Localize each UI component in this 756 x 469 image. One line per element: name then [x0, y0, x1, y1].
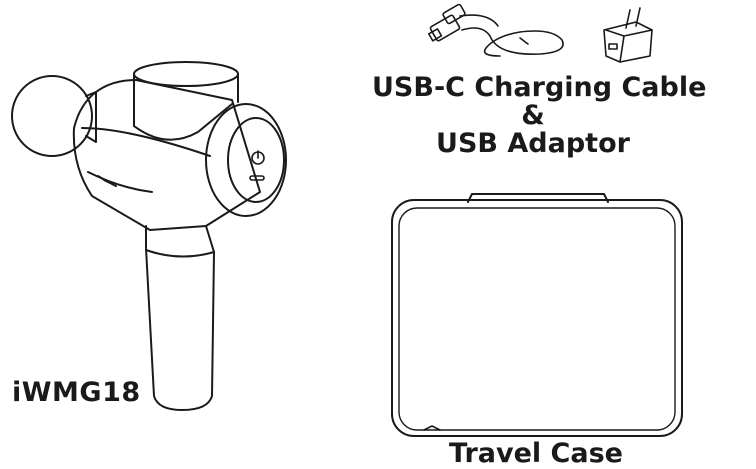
power-icon: [251, 150, 265, 165]
adaptor-prongs: [625, 7, 641, 29]
case-shell: [391, 199, 683, 437]
usb-cable-cord-upper: [459, 14, 499, 27]
massage-head: [11, 75, 93, 157]
charging-accessories-label: USB-C Charging Cable & USB Adaptor: [372, 72, 707, 159]
massage-gun-neck: [85, 91, 97, 143]
cable-label: USB-C Charging Cable: [372, 72, 707, 103]
massage-gun-contour-lower: [87, 171, 153, 193]
massage-gun-illustration: [11, 61, 287, 411]
massage-gun-end-cap: [205, 103, 287, 217]
adaptor-usb-port: [608, 43, 618, 50]
massage-gun-body: [72, 79, 261, 231]
case-zipper-pull: [423, 425, 441, 431]
adaptor-body: [603, 21, 653, 63]
travel-case-illustration: [391, 193, 683, 437]
charging-port: [249, 175, 265, 181]
usb-a-plug: [429, 14, 461, 42]
massage-gun-top: [133, 61, 239, 87]
massage-gun-top-side: [133, 73, 233, 141]
adaptor-edges: [605, 29, 653, 63]
ampersand-label: &: [521, 100, 545, 131]
case-handle: [467, 193, 609, 203]
usb-cable-strap: [519, 37, 529, 45]
massage-gun-handle: [145, 225, 215, 411]
adaptor-label: USB Adaptor: [436, 128, 630, 159]
massage-gun-vents: [97, 175, 117, 187]
massage-gun-end-panel: [227, 117, 285, 203]
travel-case-label: Travel Case: [449, 438, 623, 469]
usb-cable-illustration: [427, 3, 564, 57]
massage-gun-contour: [81, 127, 211, 157]
usb-cable-cord: [461, 27, 564, 57]
massage-gun-handle-seam: [145, 249, 215, 258]
case-lid-seam: [398, 207, 676, 431]
usb-c-plug: [442, 3, 466, 25]
usb-adaptor-illustration: [603, 7, 653, 63]
model-name-label: iWMG18: [12, 377, 141, 408]
usb-a-tip: [427, 28, 443, 42]
